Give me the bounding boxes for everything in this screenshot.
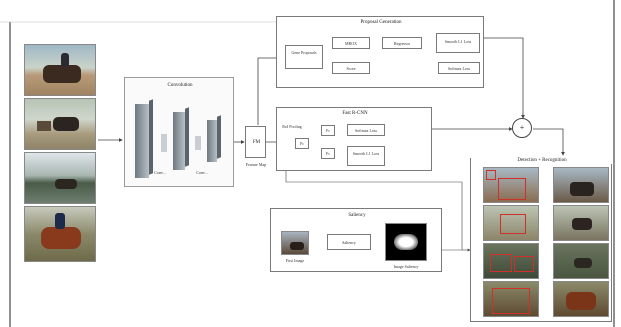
fc-a-label: Fc: [326, 128, 330, 133]
fc-b-label: Fc: [326, 151, 330, 156]
feature-map-label: FM: [252, 140, 261, 145]
detection-recognition-block: Detection + Recognition: [470, 158, 613, 322]
input-image-3: [24, 152, 96, 204]
mbox-box: MBOX: [332, 37, 370, 49]
regressor-label: Regressor: [394, 41, 410, 46]
detection-result-3: [483, 243, 539, 279]
combine-node: +: [512, 118, 532, 138]
convolution-title: Convolution: [167, 83, 193, 88]
conv-layer-1-side: [149, 99, 153, 175]
detection-result-6: [553, 205, 609, 241]
softmax-loss-b-box: Softmax Loss: [347, 124, 385, 136]
combine-symbol: +: [519, 123, 525, 132]
saliency-input-caption: First Image: [285, 258, 305, 263]
conv-layer-3: [207, 120, 217, 162]
arrow-fm-proposal: [257, 56, 284, 125]
smooth-l1-loss-label: Smooth L1 Loss: [444, 39, 472, 44]
saliency-input-image: [281, 231, 309, 255]
detection-result-7: [553, 243, 609, 279]
saliency-process-label: Saliency: [342, 240, 356, 245]
smooth-l1-loss-b-box: Smooth L1 Loss: [347, 146, 385, 166]
feature-map-block: FM: [245, 126, 266, 158]
conv-connector-1: [161, 134, 167, 152]
conv-connector-2: [195, 136, 201, 150]
proposal-title: Proposal Generation: [360, 20, 402, 25]
detection-title: Detection + Recognition: [471, 158, 613, 164]
conv-layer-label-2: Conv...: [196, 170, 208, 175]
input-image-1: [24, 44, 96, 96]
fc-a-box: Fc: [321, 125, 335, 136]
line-saliency-bus: [285, 160, 463, 250]
conv-layer-2-side: [185, 107, 189, 167]
arrow-combine-detection: [533, 128, 565, 156]
mbox-label: MBOX: [344, 41, 357, 46]
softmax-loss-box: Softmax Loss: [438, 62, 480, 74]
saliency-title: Saliency: [348, 213, 366, 218]
detection-result-5: [553, 167, 609, 203]
conv-layer-2: [173, 112, 185, 170]
score-box: Score: [332, 62, 370, 74]
fast-rcnn-title: Fast R-CNN: [342, 111, 368, 116]
conv-layer-label-1: Conv...: [154, 170, 166, 175]
roi-pooling-label: RoI Pooling: [282, 124, 302, 129]
conv-layer-3-side: [217, 115, 221, 159]
feature-map-caption: Feature Map: [245, 162, 267, 167]
generate-proposals-label: Gene Proposals: [291, 50, 317, 55]
smooth-l1-loss-b-label: Smooth L1 Loss: [352, 151, 380, 156]
detection-result-2: [483, 205, 539, 241]
fc-main-label: Fc: [300, 141, 304, 146]
saliency-map-image: [385, 223, 427, 261]
saliency-block: Saliency First Image Saliency Image Sali…: [270, 208, 442, 272]
detection-result-1: [483, 167, 539, 203]
input-image-4: [24, 206, 96, 262]
regressor-box: Regressor: [382, 37, 422, 49]
softmax-loss-b-label: Softmax Loss: [354, 128, 378, 133]
softmax-loss-label: Softmax Loss: [447, 66, 471, 71]
convolution-block: Convolution Conv... Conv...: [124, 77, 234, 187]
saliency-output-caption: Image Saliency: [393, 264, 419, 269]
proposal-generation-block: Proposal Generation Gene Proposals MBOX …: [276, 16, 484, 88]
fast-rcnn-block: Fast R-CNN RoI Pooling Fc Fc Fc Softmax …: [276, 107, 432, 171]
saliency-process-box: Saliency: [327, 234, 371, 250]
score-label: Score: [346, 66, 356, 71]
arrow-proposal-combine: [484, 37, 525, 119]
generate-proposals-box: Gene Proposals: [285, 45, 323, 69]
detection-result-4: [483, 281, 539, 317]
fc-main-box: Fc: [295, 138, 309, 149]
smooth-l1-loss-box: Smooth L1 Loss: [436, 33, 480, 53]
fc-b-box: Fc: [321, 148, 335, 159]
conv-layer-1: [135, 104, 149, 178]
detection-result-8: [553, 281, 609, 317]
input-image-2: [24, 98, 96, 150]
